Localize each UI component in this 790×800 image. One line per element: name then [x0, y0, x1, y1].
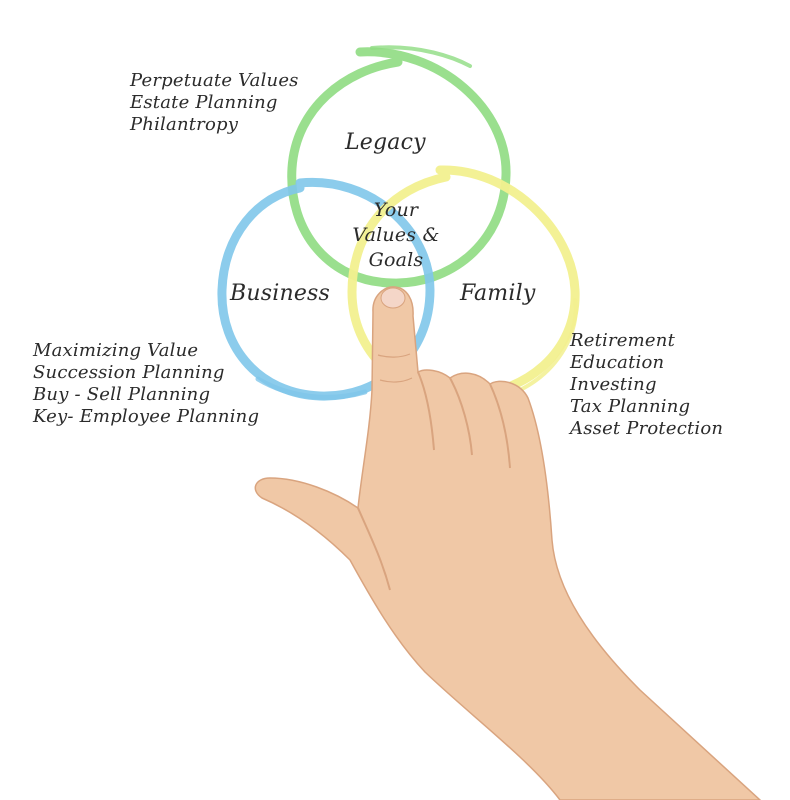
center-line: Your	[373, 199, 419, 221]
center-label: Your Values & Goals	[336, 198, 456, 273]
business-label: Business	[230, 281, 331, 306]
list-item: Investing	[570, 374, 657, 395]
list-item: Perpetuate Values	[130, 70, 299, 91]
list-item: Key- Employee Planning	[33, 406, 260, 427]
list-item: Buy - Sell Planning	[33, 384, 211, 405]
list-item: Education	[570, 352, 665, 373]
legacy-list: Perpetuate Values Estate Planning Philan…	[130, 70, 299, 136]
list-item: Tax Planning	[570, 396, 691, 417]
business-circle	[217, 177, 435, 401]
legacy-circle	[287, 45, 511, 288]
list-item: Succession Planning	[33, 362, 225, 383]
list-item: Retirement	[570, 330, 675, 351]
pointing-hand-illustration	[254, 286, 762, 800]
family-list: Retirement Education Investing Tax Plann…	[570, 330, 723, 440]
list-item: Maximizing Value	[33, 340, 199, 361]
center-line: Values &	[352, 224, 440, 246]
center-line: Goals	[368, 249, 424, 271]
legacy-label: Legacy	[345, 130, 426, 155]
business-list: Maximizing Value Succession Planning Buy…	[33, 340, 259, 428]
list-item: Estate Planning	[130, 92, 278, 113]
family-label: Family	[460, 281, 536, 306]
list-item: Philantropy	[130, 114, 239, 135]
list-item: Asset Protection	[570, 418, 724, 439]
